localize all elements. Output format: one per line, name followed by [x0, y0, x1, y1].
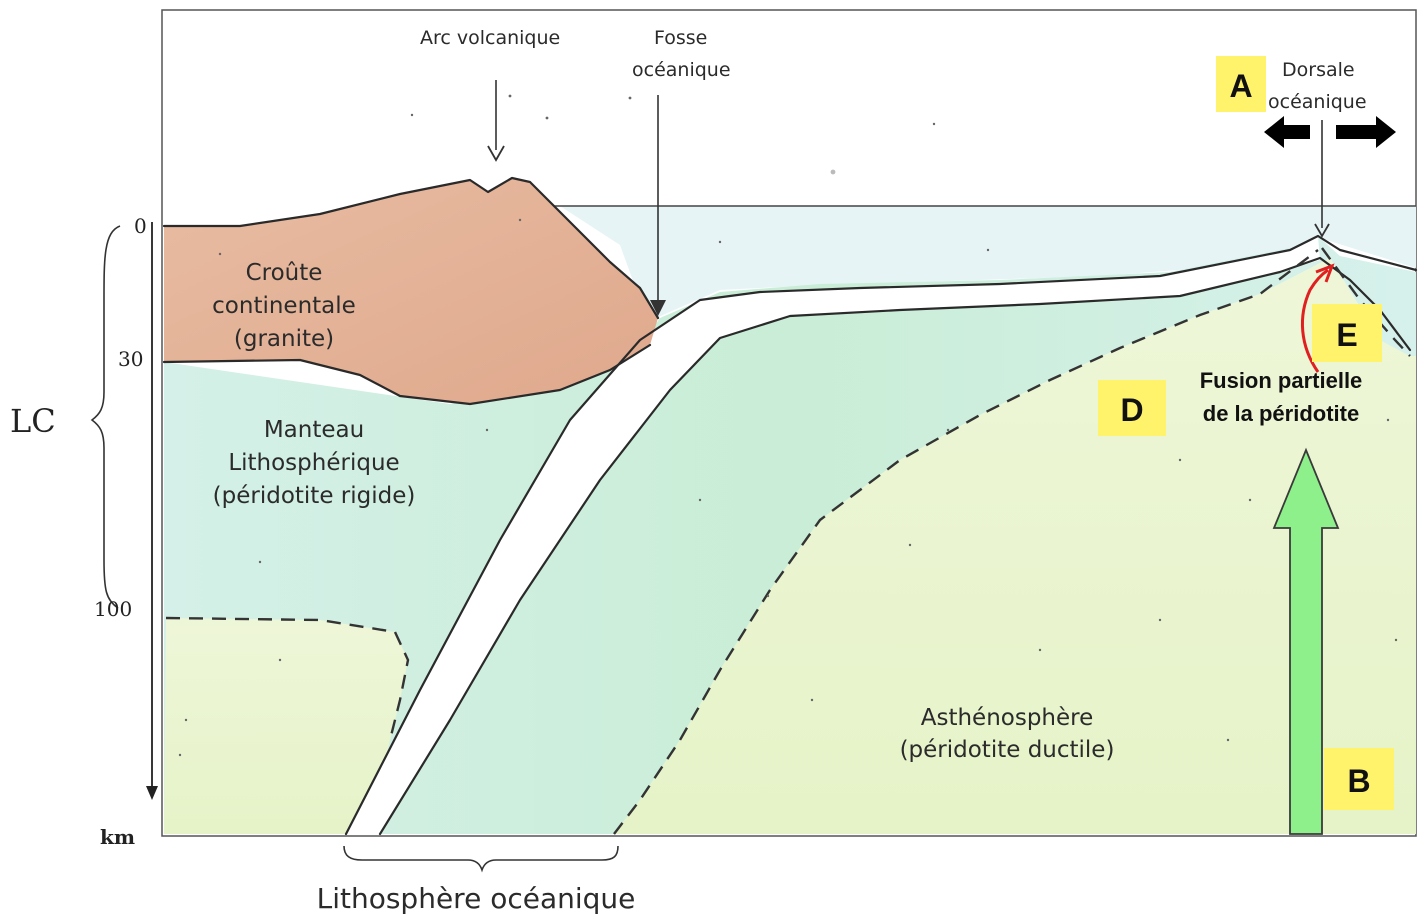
depth-tick-100: 100 — [94, 597, 132, 621]
dorsale-label-line2: océanique — [1268, 91, 1367, 113]
croute-label-line1: Croûte — [246, 260, 323, 286]
dorsale-label-line1: Dorsale — [1282, 59, 1355, 81]
manteau-label-line2: Lithosphérique — [228, 450, 399, 476]
tag-d: D — [1098, 380, 1166, 436]
tag-a: A — [1216, 56, 1266, 112]
fusion-label-line2: de la péridotite — [1203, 401, 1359, 426]
depth-tick-0: 0 — [134, 214, 147, 238]
tag-a-letter: A — [1229, 68, 1252, 104]
tag-e-letter: E — [1336, 317, 1357, 353]
depth-unit: km — [100, 825, 135, 849]
oceanic-lithosphere-brace — [344, 846, 618, 870]
arc-volcanique-label: Arc volcanique — [420, 27, 560, 49]
fosse-label-line2: océanique — [632, 59, 731, 81]
lc-brace — [92, 226, 120, 608]
lc-label: LC — [10, 402, 56, 440]
fosse-label-line1: Fosse — [654, 27, 707, 49]
depth-tick-30: 30 — [118, 347, 143, 371]
tag-e: E — [1312, 304, 1382, 362]
manteau-label-line1: Manteau — [264, 417, 364, 443]
manteau-label-line3: (péridotite rigide) — [213, 483, 416, 509]
depth-axis-arrowhead — [146, 786, 158, 800]
tag-b-letter: B — [1347, 763, 1370, 799]
croute-label-line2: continentale — [212, 293, 356, 319]
tag-b: B — [1324, 748, 1394, 810]
croute-label-line3: (granite) — [234, 326, 334, 352]
asthenosphere-label-line1: Asthénosphère — [921, 705, 1094, 731]
asthenosphere-label-line2: (péridotite ductile) — [900, 737, 1115, 763]
fusion-label-line1: Fusion partielle — [1200, 368, 1363, 393]
lithosphere-oceanique-label: Lithosphère océanique — [317, 882, 636, 915]
tag-d-letter: D — [1120, 392, 1143, 428]
